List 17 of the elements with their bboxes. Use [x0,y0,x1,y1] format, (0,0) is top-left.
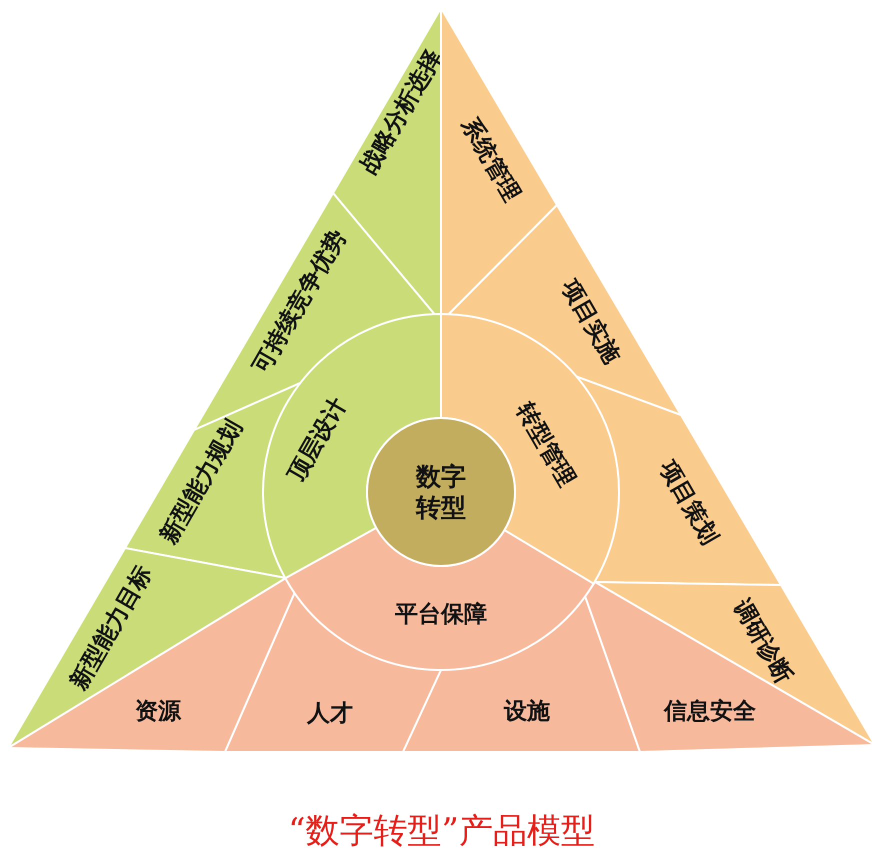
segment-label: 新型能力目标 [65,561,158,695]
segment-label: 平台保障 [395,600,487,630]
segment-label: 新型能力规划 [155,415,248,549]
segment-label: 系统管理 [455,112,526,208]
diagram-title: “数字转型”产品模型 [287,810,596,853]
segment-label: 数字转型 [414,460,467,524]
segment-label: 调研诊断 [727,594,798,690]
segment-label: 信息安全 [664,698,756,726]
segment-label: 项目实施 [555,274,626,370]
segment-label: 资源 [135,698,181,726]
segment-label: 可持续竞争优势 [247,225,352,379]
segment-label: 设施 [504,698,550,726]
segment-label: 转型管理 [510,398,580,492]
segment-label: 顶层设计 [282,392,353,488]
segment-label: 人才 [307,700,353,728]
segment-label: 战略分析选择 [355,45,448,179]
segment-label: 项目策划 [653,456,724,550]
